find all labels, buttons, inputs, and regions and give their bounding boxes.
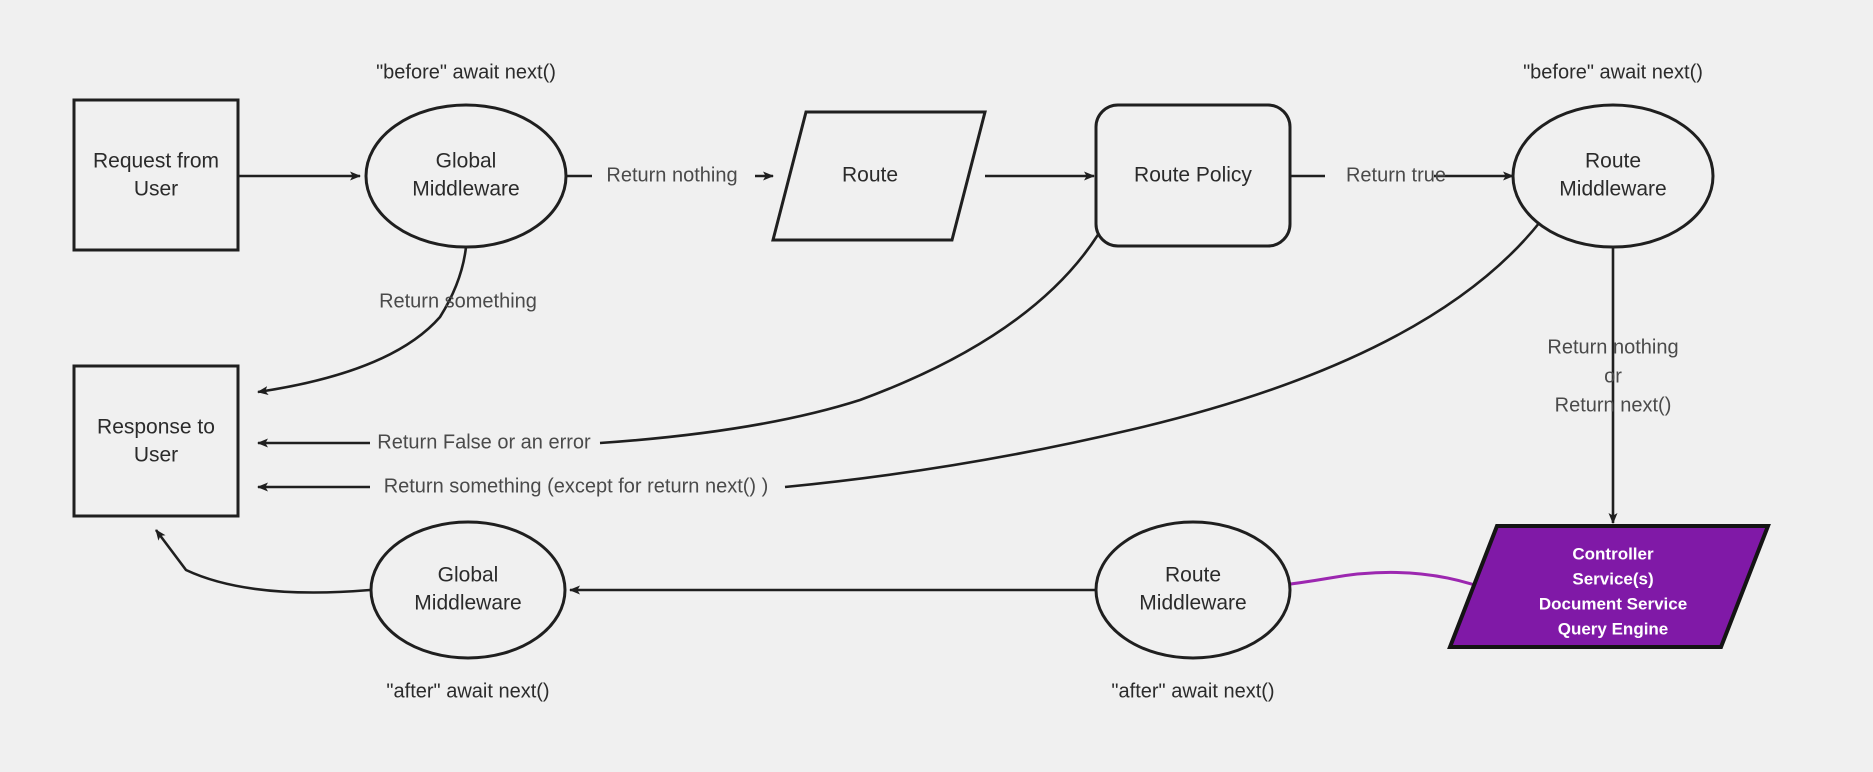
global-middleware-after-label-line2: Middleware [414,592,521,615]
response-to-user-label-line1: Response to [97,416,215,439]
edge-global-middleware-after-to-response [154,529,371,594]
request-from-user-shape [72,98,240,252]
edge-label-return-nothing-or-next-line2: or [1604,365,1622,387]
edge-label-return-nothing-or-next-line1: Return nothing [1547,336,1678,358]
global-middleware-before-shape [364,103,568,249]
route-middleware-after-label-line2: Middleware [1139,592,1246,615]
node-route-middleware-before[interactable]: Route Middleware [1511,103,1715,249]
route-middleware-after-shape [1094,520,1292,660]
request-from-user-label-line1: Request from [93,150,219,173]
node-route-middleware-after[interactable]: Route Middleware [1094,520,1292,660]
controller-services-label-line4: Query Engine [1558,619,1669,638]
response-to-user-shape [72,364,240,518]
caption-route-middleware-before: "before" await next() [1523,61,1703,83]
route-middleware-after-label-line1: Route [1165,564,1221,587]
caption-global-middleware-after: "after" await next() [386,680,549,702]
controller-services-label-line2: Service(s) [1572,569,1653,588]
global-middleware-before-label-line2: Middleware [412,178,519,201]
edge-label-return-nothing: Return nothing [606,164,737,186]
edge-label-return-something: Return something [379,290,537,312]
request-from-user-label-line2: User [134,178,178,201]
route-policy-shape [1094,103,1292,248]
edge-label-return-true: Return true [1346,164,1446,186]
caption-global-middleware-before: "before" await next() [376,61,556,83]
edge-label-return-something-except: Return something (except for return next… [384,475,769,497]
route-middleware-before-shape [1511,103,1715,249]
node-global-middleware-before[interactable]: Global Middleware [364,103,568,249]
node-route[interactable]: Route [771,110,987,242]
response-to-user-label-line2: User [134,444,178,467]
edge-route-middleware-to-response-curve [784,221,1542,489]
global-middleware-after-shape [369,520,567,660]
route-middleware-before-label-line1: Route [1585,150,1641,173]
edge-route-policy-to-response-curve [599,213,1112,445]
controller-services-shape [1447,524,1771,649]
route-policy-label: Route Policy [1134,164,1252,187]
route-middleware-before-label-line2: Middleware [1559,178,1666,201]
node-global-middleware-after[interactable]: Global Middleware [369,520,567,660]
edge-label-return-false-or-error: Return False or an error [377,431,591,453]
controller-services-label-line1: Controller [1572,544,1654,563]
global-middleware-after-label-line1: Global [438,564,499,587]
node-request-from-user[interactable]: Request from User [72,98,240,252]
edge-label-return-nothing-or-next-line3: Return next() [1555,394,1672,416]
node-controller-services[interactable]: Controller Service(s) Document Service Q… [1447,524,1771,649]
edge-global-middleware-to-response [257,246,468,395]
controller-services-label-line3: Document Service [1539,594,1687,613]
route-label: Route [842,164,898,187]
node-response-to-user[interactable]: Response to User [72,364,240,518]
caption-route-middleware-after: "after" await next() [1111,680,1274,702]
global-middleware-before-label-line1: Global [436,150,497,173]
route-shape [771,110,987,242]
node-route-policy[interactable]: Route Policy [1094,103,1292,248]
